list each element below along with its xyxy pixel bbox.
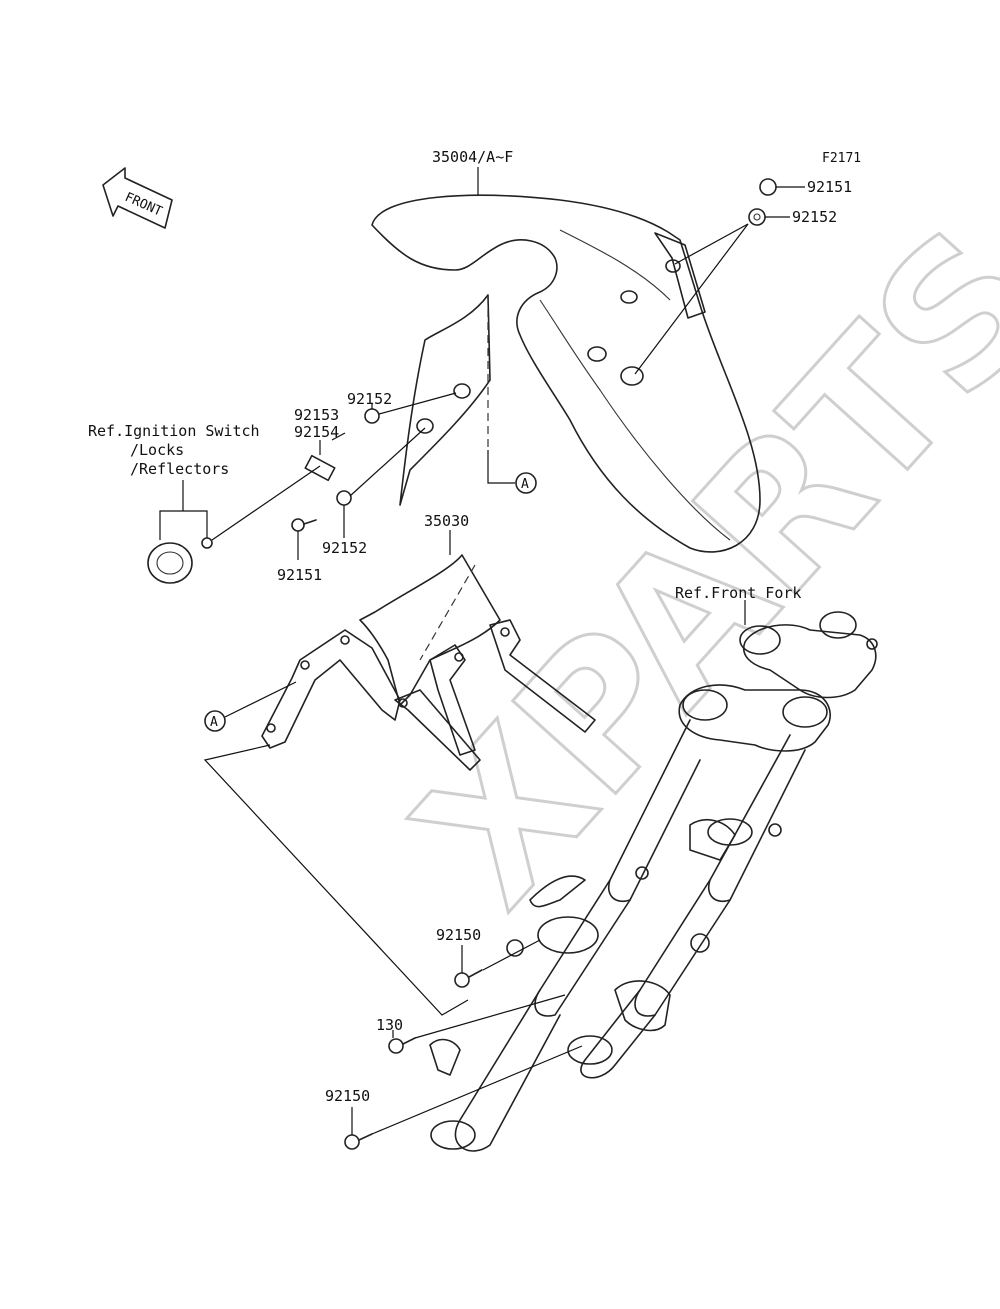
ref-mark-a-fender: A (521, 477, 529, 492)
label-ref-ignition-3: /Reflectors (130, 460, 229, 478)
label-washer-a: 92152 (347, 390, 392, 408)
upper-bolt-92151 (759, 178, 805, 196)
fender-bracket (261, 554, 596, 771)
label-upper-washer: 92152 (792, 208, 837, 226)
label-bracket: 35030 (424, 512, 469, 530)
label-ref-front-fork: Ref.Front Fork (675, 584, 801, 602)
front-fork (430, 611, 878, 1152)
label-stud-b: 92154 (294, 423, 339, 441)
label-bolt-fork-lower: 92150 (325, 1087, 370, 1105)
washer-b-92152 (336, 490, 352, 506)
label-ref-ignition-1: Ref.Ignition Switch (88, 422, 260, 440)
label-bolt-130: 130 (376, 1016, 403, 1034)
front-arrow-icon: FRONT (102, 167, 173, 229)
front-fender: A (371, 194, 761, 553)
label-ref-ignition-2: /Locks (130, 441, 184, 459)
label-stud-a: 92153 (294, 406, 339, 424)
diagram-code: F2171 (822, 151, 861, 166)
label-bolt-left: 92151 (277, 566, 322, 584)
bolt-130 (388, 994, 566, 1076)
washer-a-92152 (364, 408, 380, 424)
label-bolt-fork-upper: 92150 (436, 926, 481, 944)
front-arrow-label: FRONT (122, 190, 164, 220)
label-fender: 35004/A~F (432, 148, 513, 166)
bolt-left-92151 (291, 518, 317, 532)
bolt-fork-upper-92150 (454, 939, 541, 988)
label-upper-bolt: 92151 (807, 178, 852, 196)
bolt-fork-lower-92150 (344, 1045, 583, 1150)
upper-washer-92152 (748, 208, 790, 226)
label-washer-b: 92152 (322, 539, 367, 557)
ref-mark-a-bracket: A (210, 715, 218, 730)
stud-92153-92154 (304, 432, 346, 482)
